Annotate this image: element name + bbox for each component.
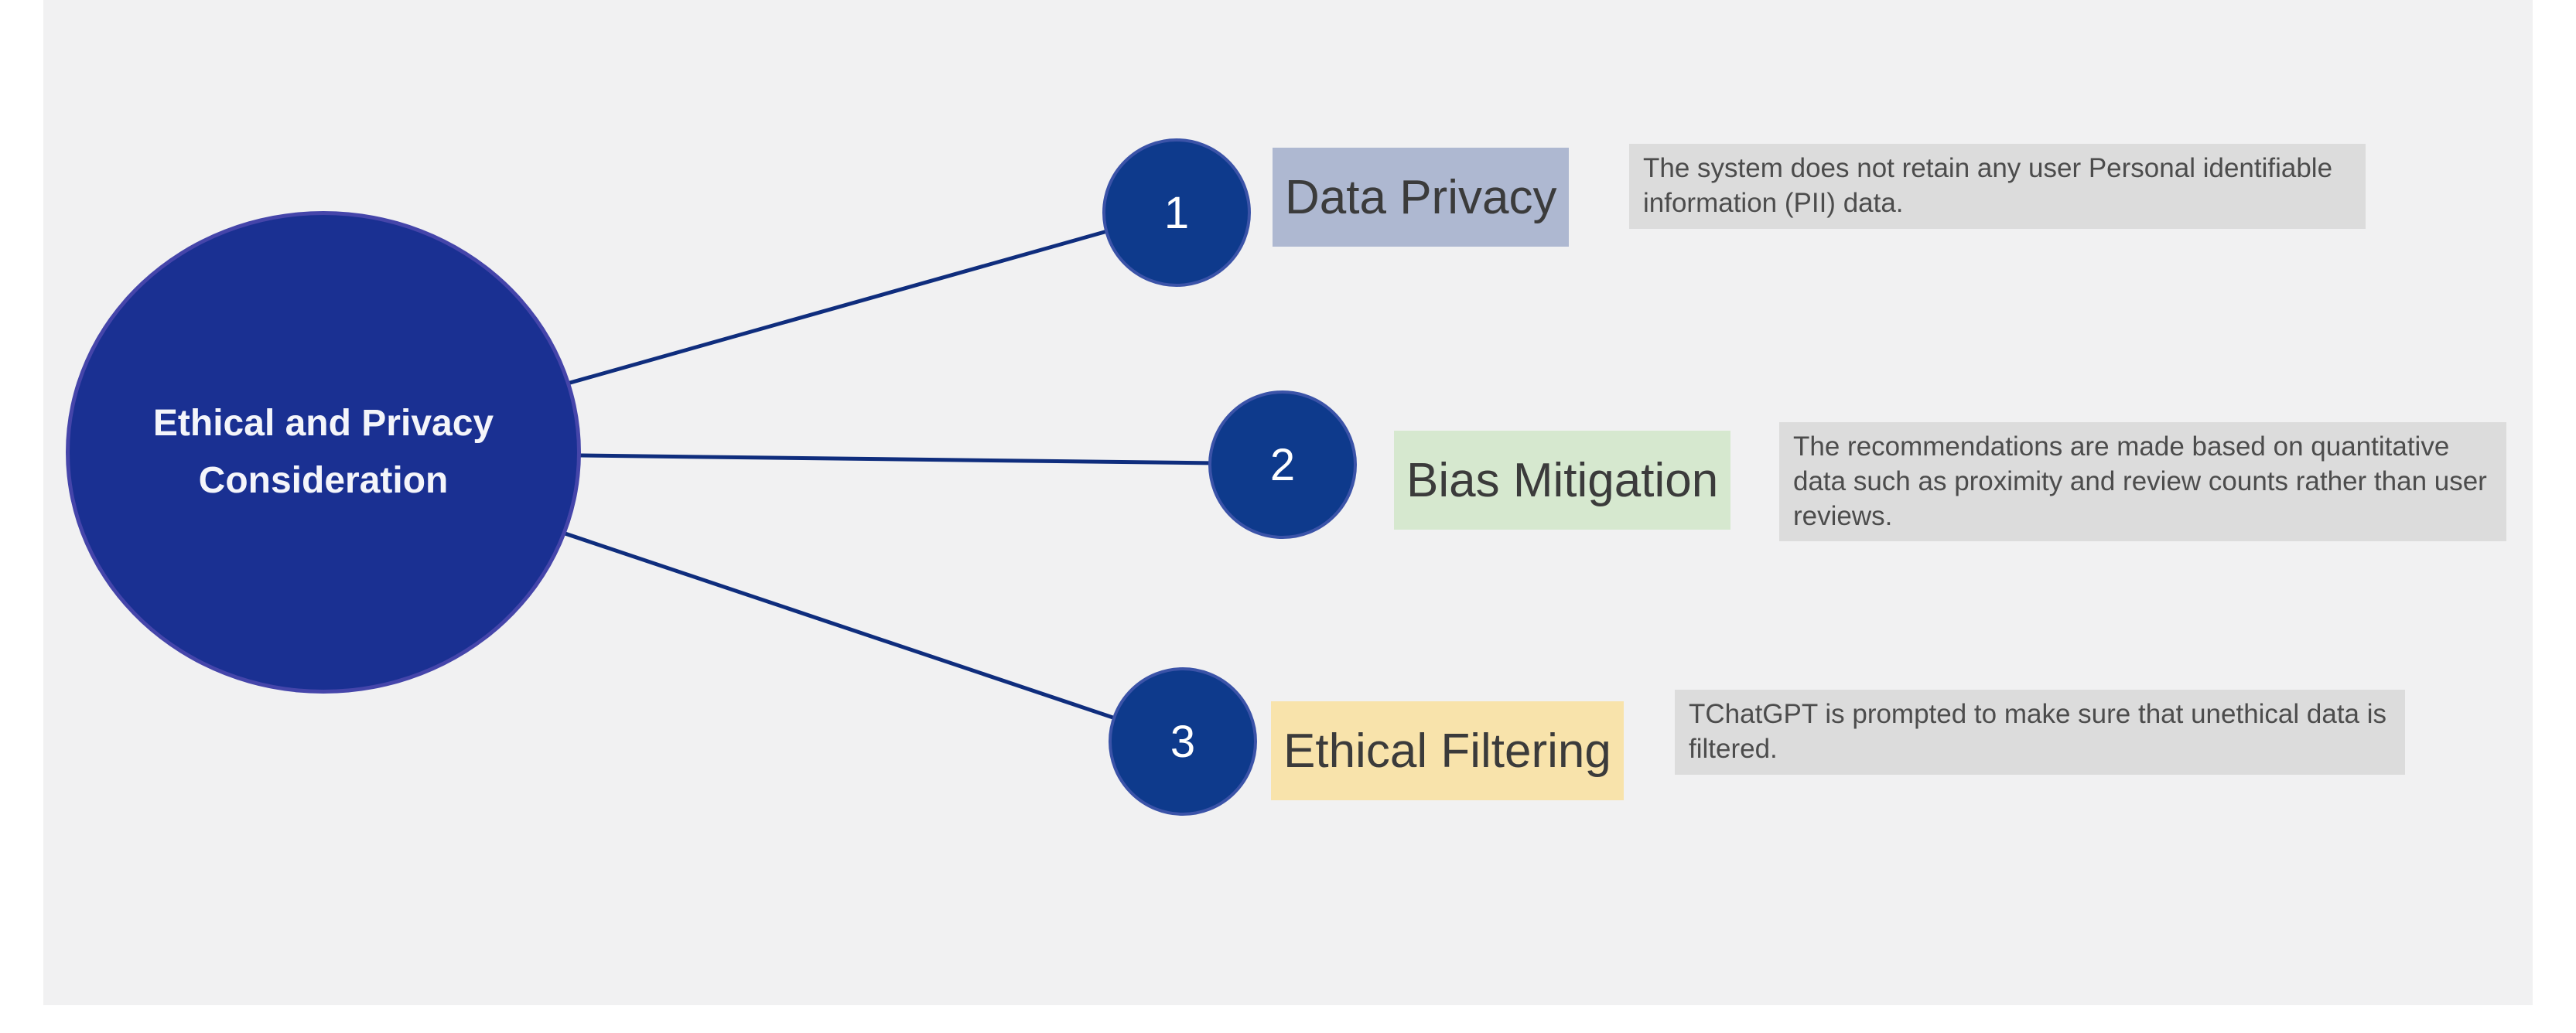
branch-label: Data Privacy bbox=[1273, 148, 1570, 247]
branch-node-circle: 1 bbox=[1102, 138, 1251, 287]
branch-node-circle: 2 bbox=[1208, 390, 1357, 539]
root-node-label: Ethical and Privacy Consideration bbox=[152, 402, 494, 501]
branch-node-number: 1 bbox=[1163, 187, 1190, 238]
branch-node-number: 2 bbox=[1269, 439, 1296, 490]
branch-description: The system does not retain any user Pers… bbox=[1629, 144, 2366, 229]
branch-node-number: 3 bbox=[1170, 716, 1196, 767]
branch-description: The recommendations are made based on qu… bbox=[1779, 422, 2506, 542]
root-node-circle: Ethical and Privacy Consideration bbox=[66, 211, 581, 694]
branch-label: Bias Mitigation bbox=[1394, 431, 1731, 530]
branch-description: TChatGPT is prompted to make sure that u… bbox=[1675, 690, 2405, 775]
branch-node-circle: 3 bbox=[1109, 667, 1257, 816]
branch-label: Ethical Filtering bbox=[1271, 701, 1624, 800]
